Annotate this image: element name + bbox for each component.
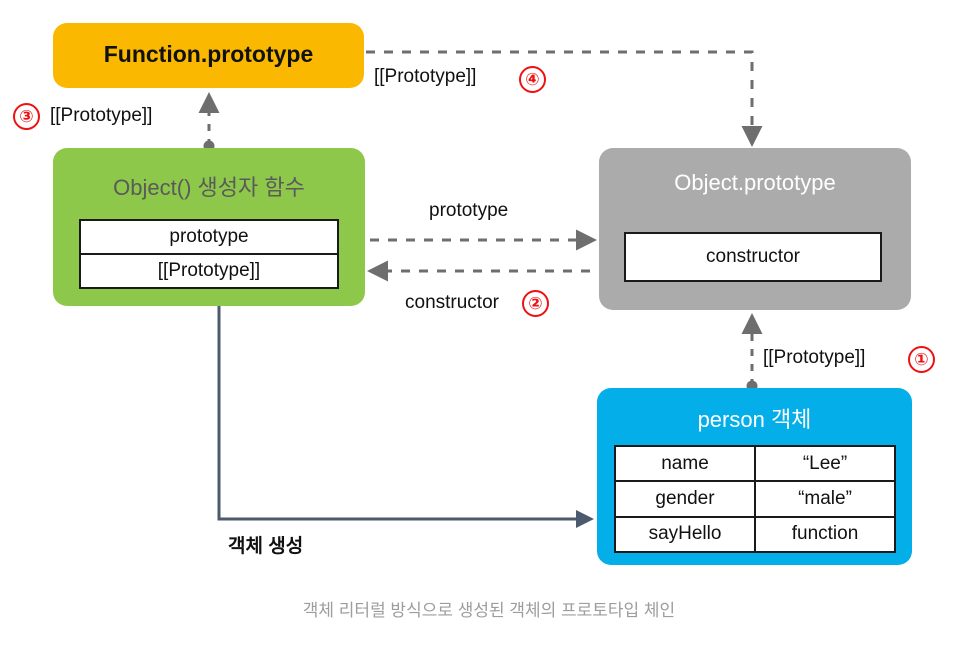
table-row: [[Prototype]] (81, 255, 337, 287)
node-title-person-object: person 객체 (697, 407, 812, 432)
property-table-person-object: name “Lee” gender “male” sayHello functi… (614, 445, 896, 553)
edge-label-create-object: 객체 생성 (228, 536, 304, 557)
edge-label-prototype-link-1: [[Prototype]] (763, 347, 866, 368)
property-key: gender (616, 482, 756, 516)
step-marker-1: ① (908, 346, 935, 373)
edge-label-prototype-link-4: [[Prototype]] (374, 66, 477, 87)
edge-prototype-link-1 (741, 313, 763, 392)
node-object-prototype[interactable]: Object.prototype constructor (599, 148, 911, 310)
step-marker-2: ② (522, 290, 549, 317)
property-value: function (791, 523, 859, 545)
edge-constructor (367, 260, 632, 282)
edge-create-object (217, 306, 594, 528)
property-key: sayHello (616, 517, 756, 551)
diagram-caption: 객체 리터럴 방식으로 생성된 객체의 프로토타입 체인 (302, 601, 676, 620)
edge-prototype (328, 229, 597, 251)
node-person-object[interactable]: person 객체 name “Lee” gender “male” sayHe… (597, 388, 912, 565)
edge-prototype-link-3 (198, 92, 220, 152)
node-title-object-prototype: Object.prototype (674, 170, 836, 195)
property-key: name (616, 447, 756, 481)
table-row: prototype (81, 221, 337, 255)
property-key: [[Prototype]] (157, 260, 261, 281)
property-value: “Lee” (802, 452, 848, 474)
edge-label-prototype: prototype (429, 200, 509, 221)
property-table-object-constructor: prototype [[Prototype]] (79, 219, 339, 289)
property-key: constructor (706, 246, 800, 267)
property-key: prototype (169, 226, 249, 247)
node-title-function-prototype: Function.prototype (103, 41, 314, 67)
step-marker-3: ③ (13, 103, 40, 130)
property-table-object-prototype: constructor (624, 232, 882, 282)
edge-label-prototype-link-3: [[Prototype]] (50, 105, 153, 126)
node-title-object-constructor: Object() 생성자 함수 (113, 175, 305, 200)
node-function-prototype[interactable]: Function.prototype (53, 23, 364, 88)
step-marker-4: ④ (519, 66, 546, 93)
node-object-constructor[interactable]: Object() 생성자 함수 prototype [[Prototype]] (53, 148, 365, 306)
table-row: gender “male” (616, 482, 894, 518)
edge-label-constructor: constructor (405, 292, 499, 313)
table-row: name “Lee” (616, 447, 894, 483)
table-row: sayHello function (616, 517, 894, 551)
table-row: constructor (626, 234, 880, 280)
property-value: “male” (798, 487, 852, 509)
